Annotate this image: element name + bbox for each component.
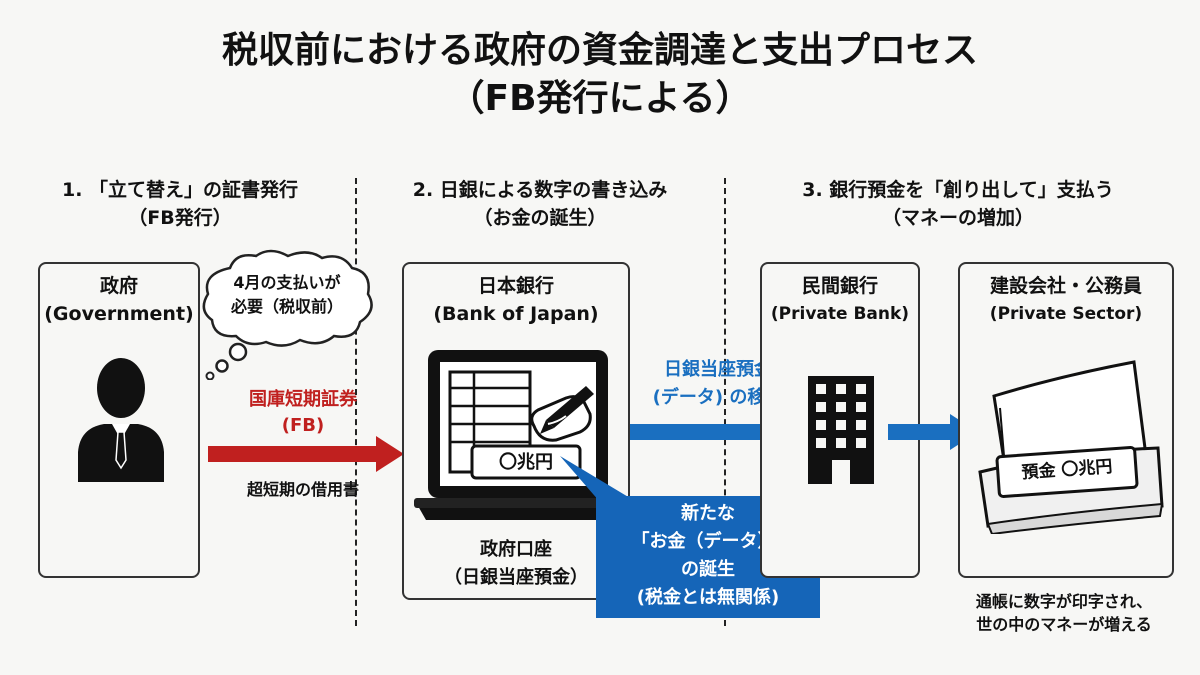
callout-line-1: 新たな: [681, 503, 735, 524]
private-sector-name-en: (Private Sector): [989, 304, 1143, 324]
transfer-label: 日銀当座預金 (データ) の移動: [628, 356, 808, 412]
passbook-icon: [978, 360, 1164, 534]
callout-line-2: 「お金（データ）」: [631, 531, 785, 552]
fb-label-line-2: (FB): [281, 415, 325, 436]
divider-2: [724, 178, 726, 626]
callout-line-3: の誕生: [681, 559, 735, 580]
private-bank-name-en: (Private Bank): [770, 304, 910, 324]
boj-name-en: (Bank of Japan): [433, 303, 599, 325]
fb-label-line-1: 国庫短期証券: [249, 389, 357, 410]
thought-text: 4月の支払いが 必要（税収前）: [212, 271, 362, 319]
person-icon: [78, 358, 164, 482]
private-sector-caption: 通帳に数字が印字され、 世の中のマネーが増える: [940, 590, 1188, 636]
step-2-heading: 2. 日銀による数字の書き込み （お金の誕生）: [362, 176, 718, 232]
divider-1: [355, 178, 357, 626]
private-bank-name: 民間銀行: [801, 275, 878, 297]
fb-caption: 超短期の借用書: [246, 480, 359, 499]
thought-line-1: 4月の支払いが: [233, 273, 341, 292]
fb-label: 国庫短期証券 (FB): [208, 387, 398, 439]
government-name-en: (Government): [44, 303, 194, 325]
transfer-arrow-shaft: [630, 424, 766, 440]
page-title: 税収前における政府の資金調達と支出プロセス: [221, 30, 978, 71]
step-1-heading: 1. 「立て替え」の証書発行 （FB発行）: [10, 176, 350, 232]
boj-name: 日本銀行: [477, 275, 554, 297]
fb-arrow-shaft: [208, 446, 378, 462]
step-3-heading: 3. 銀行預金を「創り出して」支払う （マネーの増加）: [728, 176, 1188, 232]
payment-arrow-shaft: [888, 424, 952, 440]
step-2-subtitle: （お金の誕生）: [473, 207, 607, 229]
bank-building-icon: [808, 376, 874, 484]
fb-arrow-head: [376, 436, 404, 472]
step-3-title: 3. 銀行預金を「創り出して」支払う: [802, 179, 1114, 201]
transfer-label-line-2: (データ) の移動: [652, 387, 784, 408]
private-sector-name: 建設会社・公務員: [989, 275, 1142, 297]
boj-account-line-2: （日銀当座預金）: [444, 567, 588, 588]
boj-screen-amount: 〇兆円: [499, 452, 553, 473]
callout-line-4: (税金とは無関係): [636, 587, 780, 608]
writing-hand-icon: [530, 386, 594, 442]
thought-line-2: 必要（税収前）: [230, 297, 343, 316]
thought-bubble-icon: [202, 249, 373, 380]
step-3-subtitle: （マネーの増加）: [881, 207, 1034, 229]
government-name: 政府: [99, 275, 138, 297]
callout-pointer: [560, 456, 630, 502]
laptop-icon: [414, 350, 624, 520]
government-card: 政府 (Government): [38, 262, 200, 578]
transfer-label-line-1: 日銀当座預金: [664, 359, 772, 380]
step-2-title: 2. 日銀による数字の書き込み: [412, 179, 668, 201]
private-sector-caption-line-2: 世の中のマネーが増える: [976, 615, 1152, 634]
step-1-subtitle: （FB発行）: [128, 207, 232, 229]
boj-account-line-1: 政府口座: [480, 539, 552, 560]
step-1-title: 1. 「立て替え」の証書発行: [61, 179, 299, 201]
private-sector-caption-line-1: 通帳に数字が印字され、: [975, 592, 1153, 611]
page-subtitle: （FB発行による）: [448, 78, 752, 119]
